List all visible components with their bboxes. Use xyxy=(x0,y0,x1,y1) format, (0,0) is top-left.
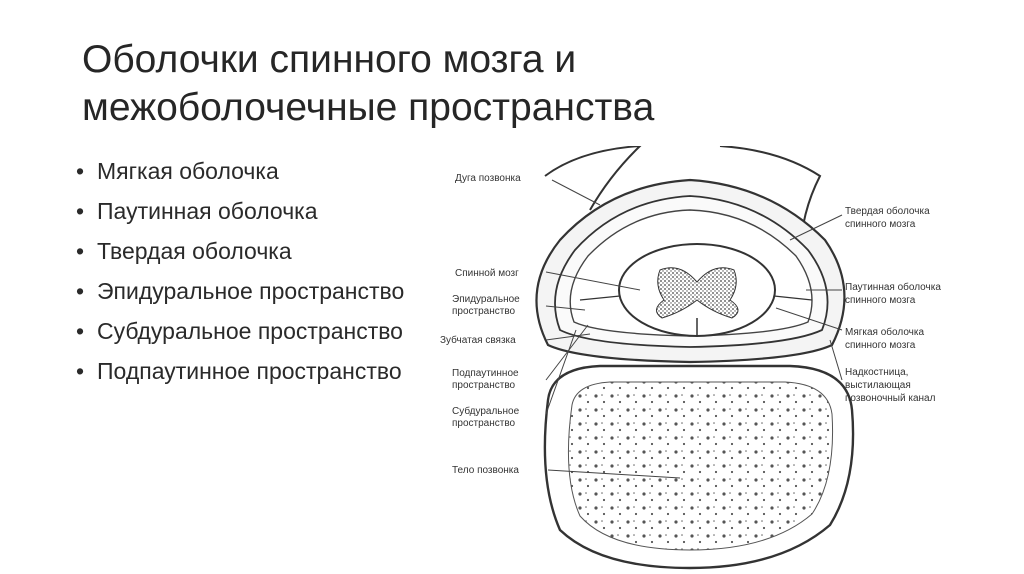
vertebral-body-spongy xyxy=(568,382,832,550)
label-periost-line-1: Надкостница, xyxy=(845,367,908,378)
bullet-text: Подпаутинное пространство xyxy=(97,358,402,384)
bullet-item: • Подпаутинное пространство xyxy=(74,356,414,386)
label-epidural-line-2: пространство xyxy=(452,306,516,317)
label-vertebral-body: Тело позвонка xyxy=(452,465,519,476)
bullet-list: • Мягкая оболочка • Паутинная оболочка • Тв… xyxy=(74,156,414,396)
bullet-item: • Паутинная оболочка xyxy=(74,196,414,226)
bullet-item: • Субдуральное пространство xyxy=(74,316,414,346)
label-epidural-line-1: Эпидуральное xyxy=(452,294,520,305)
label-dentate: Зубчатая связка xyxy=(440,334,516,346)
label-subdural-line-1: Субдуральное xyxy=(452,405,520,417)
slide-title-line-1: Оболочки спинного мозга и xyxy=(82,36,802,84)
label-pia-line-2: спинного мозга xyxy=(845,340,916,351)
bullet-marker: • xyxy=(76,236,84,266)
label-arachnoid-line-2: спинного мозга xyxy=(845,295,916,306)
bullet-marker: • xyxy=(76,316,84,346)
bullet-text: Твердая оболочка xyxy=(97,238,292,264)
label-subdural-line-2: пространство xyxy=(452,418,516,429)
bullet-text: Паутинная оболочка xyxy=(97,198,318,224)
bullet-item: • Мягкая оболочка xyxy=(74,156,414,186)
label-subarachnoid-line-1: Подпаутинное xyxy=(452,368,519,379)
label-spinal-cord: Спинной мозг xyxy=(455,268,519,279)
bullet-marker: • xyxy=(76,196,84,226)
bullet-text: Субдуральное пространство xyxy=(97,318,403,344)
spinal-cord-diagram: Дуга позвонка Спинной мозг Эпидуральное … xyxy=(436,146,996,570)
slide-title-line-2: межоболочечные пространства xyxy=(82,84,802,132)
bullet-marker: • xyxy=(76,356,84,386)
bullet-marker: • xyxy=(76,156,84,186)
bullet-item: • Твердая оболочка xyxy=(74,236,414,266)
label-dura-line-2: спинного мозга xyxy=(845,219,916,230)
slide-title: Оболочки спинного мозга и межоболочечные… xyxy=(82,36,802,132)
bullet-item: • Эпидуральное пространство xyxy=(74,276,414,306)
bullet-marker: • xyxy=(76,276,84,306)
label-pia-line-1: Мягкая оболочка xyxy=(845,326,924,338)
label-dura-line-1: Твердая оболочка xyxy=(845,205,930,217)
label-subarachnoid-line-2: пространство xyxy=(452,380,516,391)
bullet-text: Эпидуральное пространство xyxy=(97,278,404,304)
label-periost-line-3: позвоночный канал xyxy=(845,393,936,404)
label-periost-line-2: выстилающая xyxy=(845,380,911,391)
bullet-text: Мягкая оболочка xyxy=(97,158,279,184)
label-arachnoid-line-1: Паутинная оболочка xyxy=(845,281,941,293)
label-arch: Дуга позвонка xyxy=(455,173,521,184)
